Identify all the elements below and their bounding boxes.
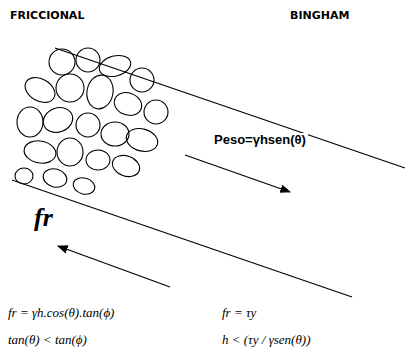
- grain: [86, 150, 110, 170]
- grain: [71, 175, 96, 196]
- channel-bottom-line: [12, 180, 352, 297]
- friction-condition: tan(θ) < tan(ϕ): [8, 333, 87, 347]
- grain: [15, 168, 33, 184]
- grain: [41, 166, 69, 190]
- grain: [56, 74, 84, 102]
- friction-equation: fr = γh.cos(θ).tan(ϕ): [8, 306, 114, 320]
- grain: [21, 72, 60, 107]
- bingham-heading: BINGHAM: [290, 10, 349, 22]
- grain: [76, 48, 100, 72]
- friction-heading: FRICCIONAL: [10, 10, 84, 22]
- grain: [57, 138, 83, 166]
- friction-symbol: fr: [34, 204, 53, 233]
- weight-label: Peso=γhsen(θ): [212, 133, 308, 147]
- friction-arrow: [58, 246, 170, 287]
- grain: [130, 68, 154, 92]
- grain: [49, 49, 75, 75]
- grain: [124, 125, 161, 155]
- grain: [101, 122, 129, 146]
- grain: [109, 152, 142, 180]
- bingham-condition: h < (τy / γsen(θ)): [222, 333, 310, 347]
- weight-arrow: [185, 155, 290, 192]
- grain: [111, 89, 145, 119]
- grain: [144, 100, 168, 124]
- grain: [40, 104, 76, 137]
- grain: [84, 73, 116, 111]
- grain: [76, 113, 100, 137]
- grain: [17, 107, 43, 137]
- bingham-equation: fr = τy: [222, 306, 256, 320]
- grain-cluster: [15, 48, 168, 197]
- channel-top-line: [55, 48, 405, 168]
- grain: [22, 138, 57, 165]
